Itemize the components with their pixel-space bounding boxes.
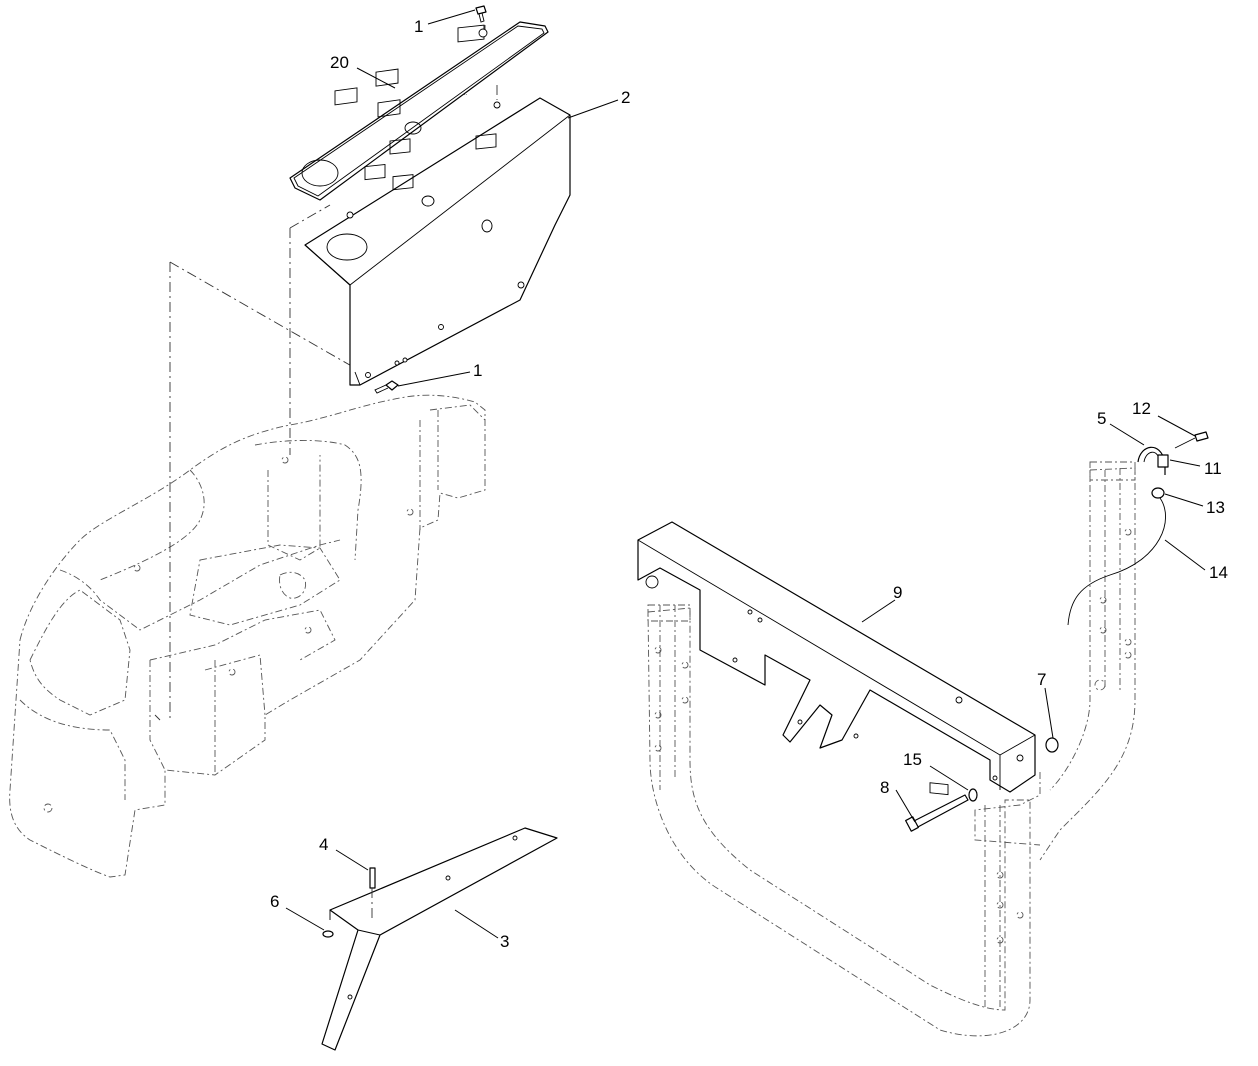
callout-5: 5 [1097,409,1106,428]
screw-part-1-top [475,5,487,23]
decal-part-20: ... [289,21,549,201]
assembly-lines [154,25,498,721]
bolt-part-4 [369,867,376,920]
callout-leaders [285,9,1206,939]
clip-part-11 [1157,454,1169,468]
screw-part-1-side [374,380,399,394]
nut-part-13 [1151,487,1165,499]
crossmember-part-9 [637,521,1041,846]
bracket-part-3 [321,827,558,1051]
callout-4: 4 [319,835,328,854]
bolt-part-12 [1174,431,1209,449]
callout-labels: 1 20 2 1 12 5 11 13 14 9 7 15 8 4 6 3 [270,17,1228,951]
callout-8: 8 [880,778,889,797]
callout-2: 2 [621,88,630,107]
bolt-part-8 [905,794,969,832]
callout-11: 11 [1204,459,1222,478]
svg-text:...: ... [462,91,467,97]
nut-part-7 [1045,737,1059,753]
nut-part-6 [322,930,334,938]
frame-body-phantom [9,394,486,878]
callout-20: 20 [330,53,349,72]
callout-12: 12 [1132,399,1151,418]
callout-13: 13 [1206,498,1225,517]
callout-1-side: 1 [473,361,482,380]
rops-frame-phantom [647,461,1136,1037]
lanyard-part-14 [1067,497,1166,626]
callout-14: 14 [1209,563,1228,582]
callout-9: 9 [893,583,902,602]
callout-7: 7 [1037,670,1046,689]
washer-part-15 [968,788,978,802]
callout-1-top: 1 [414,17,423,36]
callout-6: 6 [270,892,279,911]
callout-15: 15 [903,750,922,769]
panel-part-2 [304,97,571,386]
callout-3: 3 [500,932,509,951]
